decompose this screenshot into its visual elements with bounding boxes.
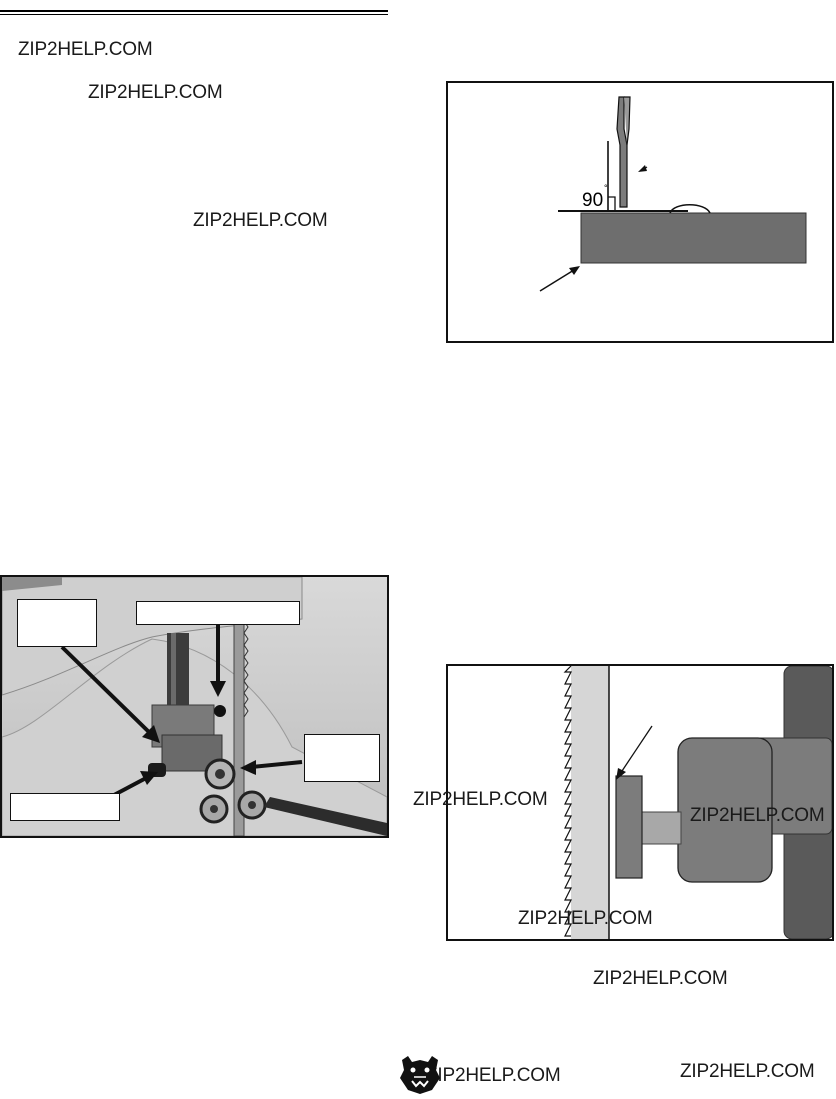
blade-arrow — [638, 165, 647, 172]
figure-blade-bearing — [446, 664, 834, 941]
watermark-text: ZIP2HELP.COM — [426, 1065, 561, 1086]
watermark-text: ZIP2HELP.COM — [690, 805, 825, 826]
blade-shape — [616, 96, 628, 208]
header-rule-thin — [0, 14, 388, 15]
callout-box-left — [17, 599, 97, 647]
watermark-text: ZIP2HELP.COM — [88, 82, 223, 103]
header-rule-thick — [0, 10, 388, 12]
watermark-text: ZIP2HELP.COM — [593, 968, 728, 989]
bear-head-logo-icon — [398, 1054, 442, 1094]
angle-label: 90 — [582, 190, 603, 211]
watermark-text: ZIP2HELP.COM — [680, 1061, 815, 1082]
watermark-text: ZIP2HELP.COM — [413, 789, 548, 810]
figure-guide-photo — [0, 575, 389, 838]
table-arrow — [569, 266, 580, 275]
blade-arc — [669, 203, 711, 214]
table-block — [580, 212, 807, 264]
watermark-text: ZIP2HELP.COM — [193, 210, 328, 231]
callout-box-top — [136, 601, 300, 625]
blade-teeth — [563, 666, 572, 937]
watermark-text: ZIP2HELP.COM — [518, 908, 653, 929]
callout-box-bottom — [10, 793, 120, 821]
figure-square-check: 90 ° — [446, 81, 834, 343]
watermark-text: ZIP2HELP.COM — [18, 39, 153, 60]
degree-mark: ° — [604, 183, 608, 193]
right-angle-marker — [608, 196, 616, 211]
callout-box-right — [304, 734, 380, 782]
